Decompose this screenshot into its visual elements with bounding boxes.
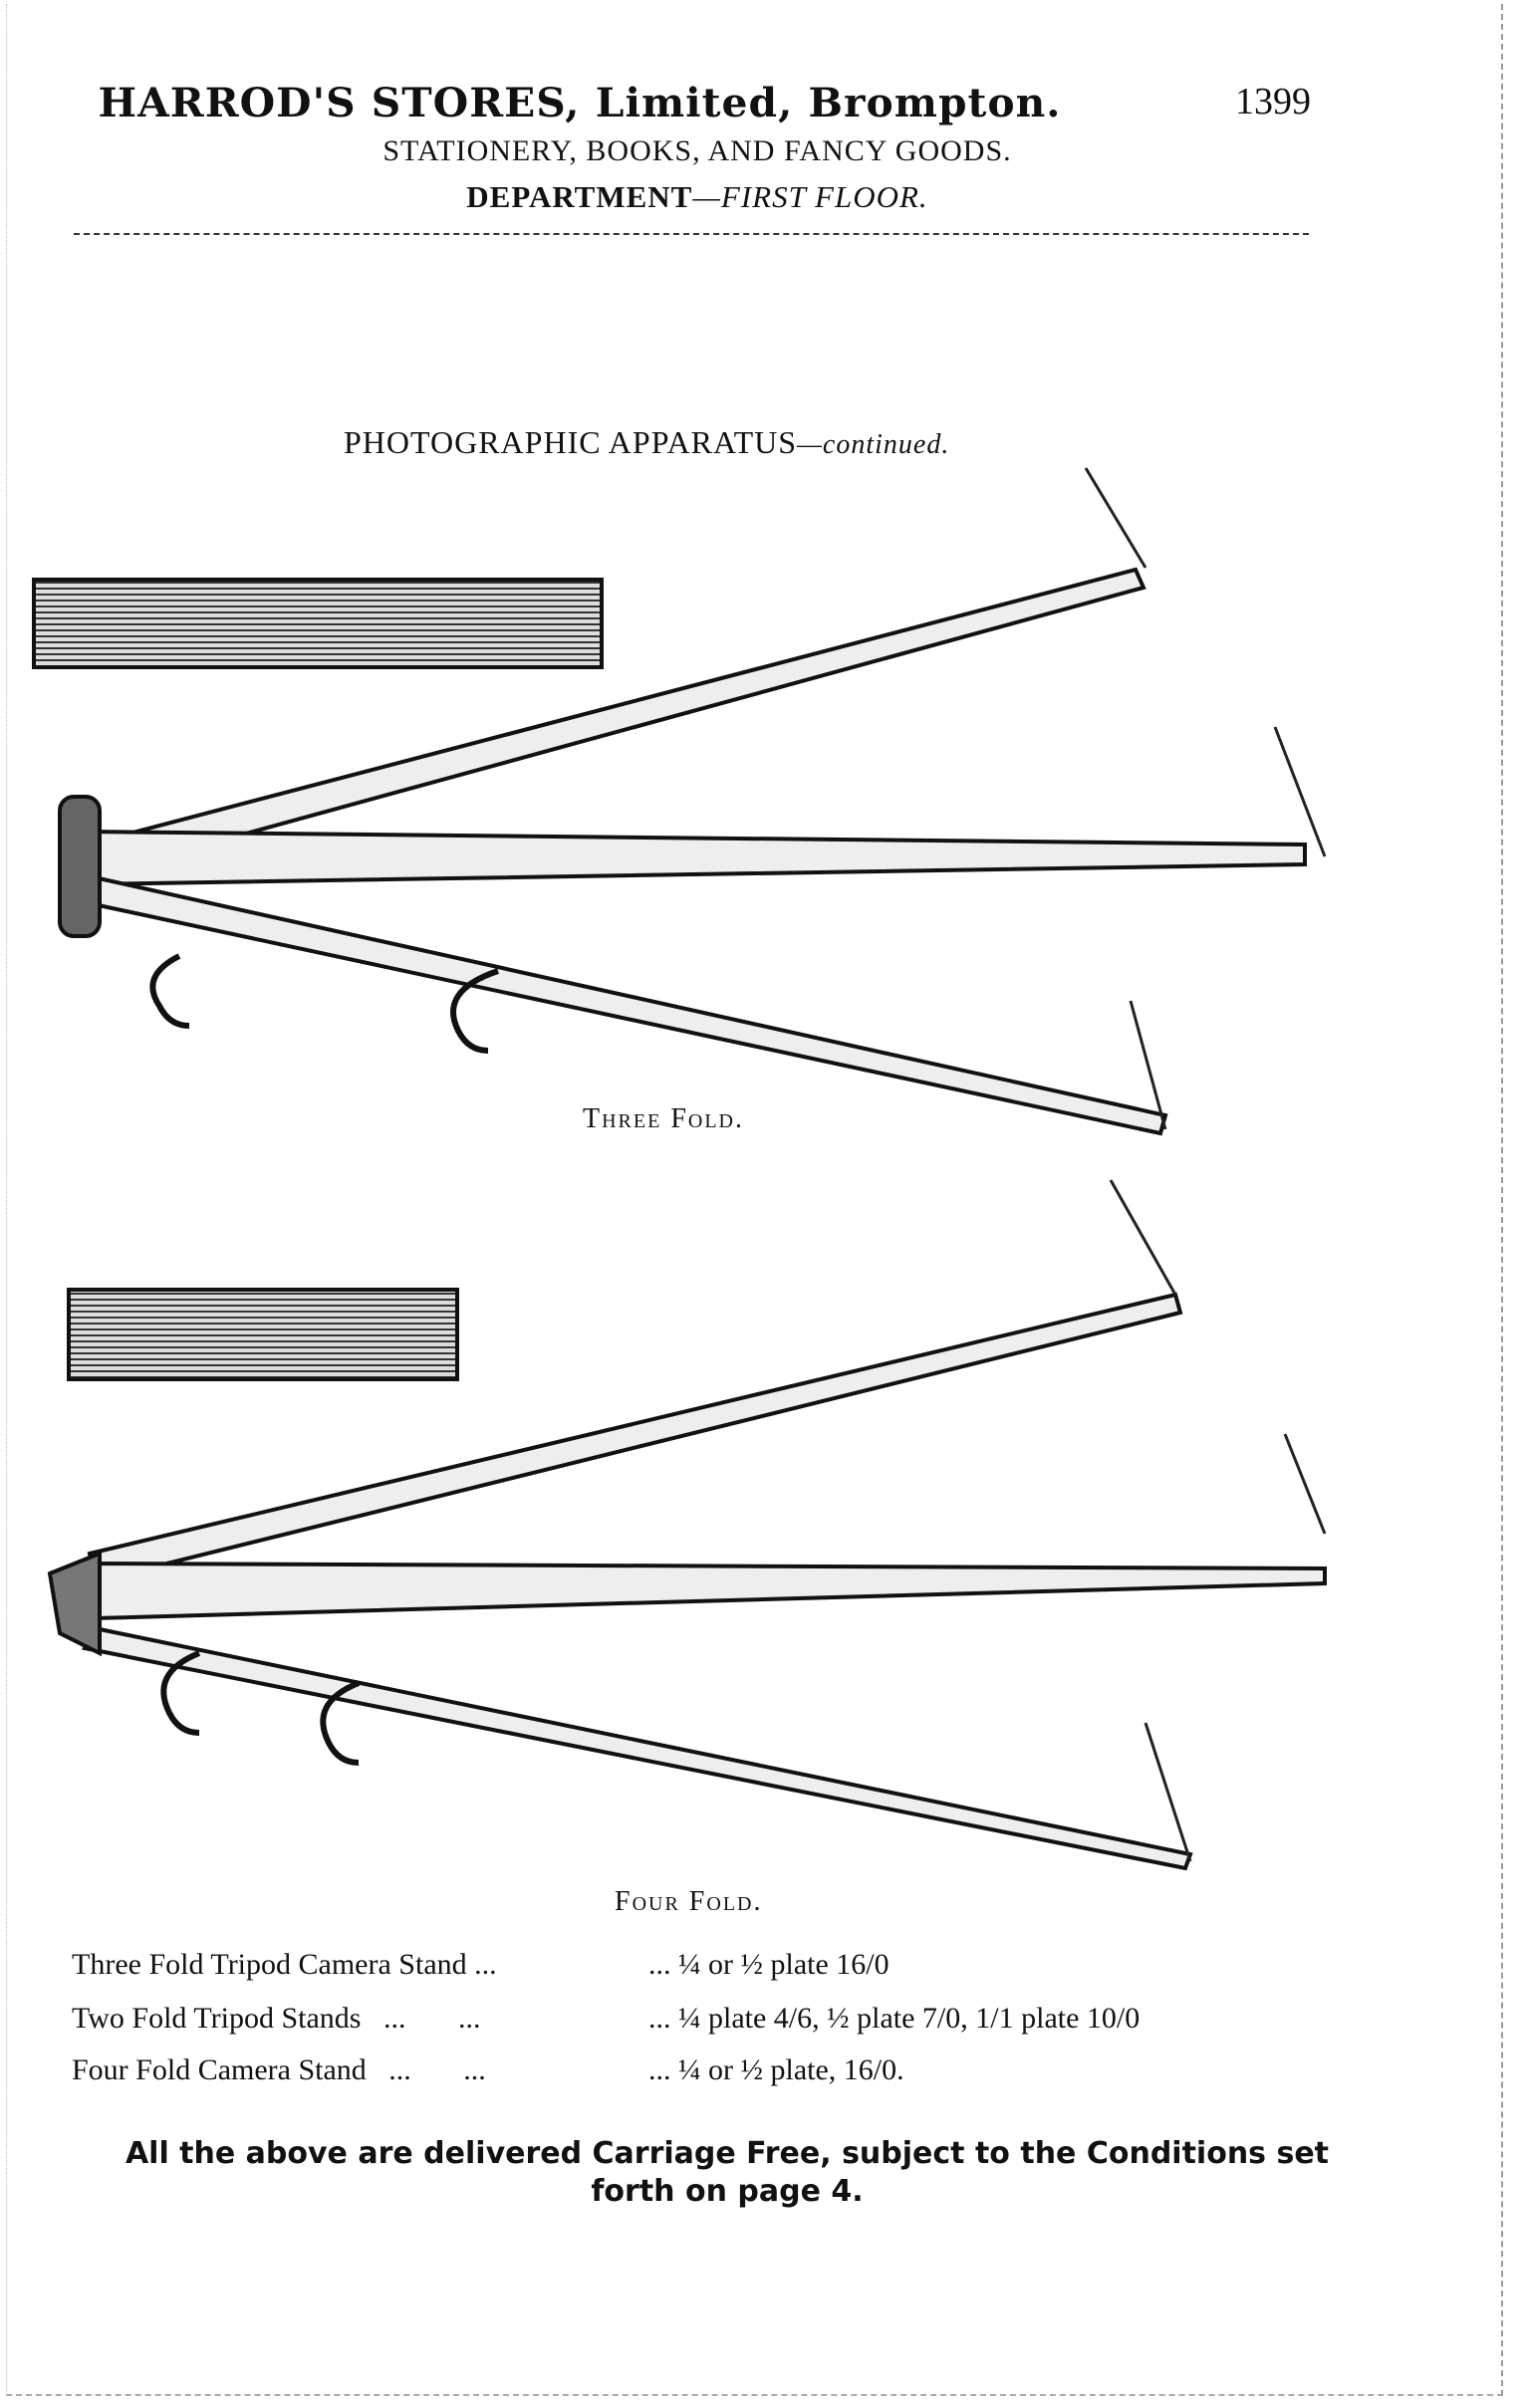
item-price: ... ¼ or ½ plate, 16/0. [648,2053,904,2086]
item-price: ... ¼ plate 4/6, ½ plate 7/0, 1/1 plate … [648,2002,1141,2035]
four-fold-folded-tripod [67,1288,459,1381]
item-price: ... ¼ or ½ plate 16/0 [648,1948,890,1981]
department-floor: DEPARTMENT—FIRST FLOOR. [0,179,1395,215]
page-border [6,4,1503,2396]
store-title: HARROD'S STORES, Limited, Brompton. [98,80,1062,126]
item-name: Four Fold Camera Stand ... ... [72,2053,486,2086]
floor-label: —FIRST FLOOR. [692,179,928,214]
delivery-note-line1: All the above are delivered Carriage Fre… [125,2136,1330,2171]
three-fold-middle-leg [83,829,1307,887]
department-label: DEPARTMENT [466,179,693,214]
page-number: 1399 [1235,81,1311,122]
item-name: Three Fold Tripod Camera Stand ... [72,1948,542,1981]
three-fold-tripod-illustration [32,467,1327,1136]
delivery-note-line2: forth on page 4. [591,2174,864,2209]
four-fold-caption: Four Fold. [615,1886,763,1917]
item-name: Two Fold Tripod Stands ... ... [72,2002,481,2035]
three-fold-caption: Three Fold. [583,1103,744,1134]
section-title: PHOTOGRAPHIC APPARATUS—continued. [344,424,949,461]
four-fold-lower-leg [82,1625,1193,1871]
delivery-note: All the above are delivered Carriage Fre… [0,2135,1395,2211]
four-fold-tripod-illustration [47,1179,1327,1871]
department-subtitle: STATIONERY, BOOKS, AND FANCY GOODS. [382,134,1012,167]
three-fold-folded-tripod [32,578,604,669]
section-continued: —continued. [797,429,950,460]
section-name: PHOTOGRAPHIC APPARATUS [344,424,798,460]
three-fold-lower-leg [77,873,1168,1136]
four-fold-middle-leg [93,1561,1327,1621]
header-rule [74,233,1309,235]
